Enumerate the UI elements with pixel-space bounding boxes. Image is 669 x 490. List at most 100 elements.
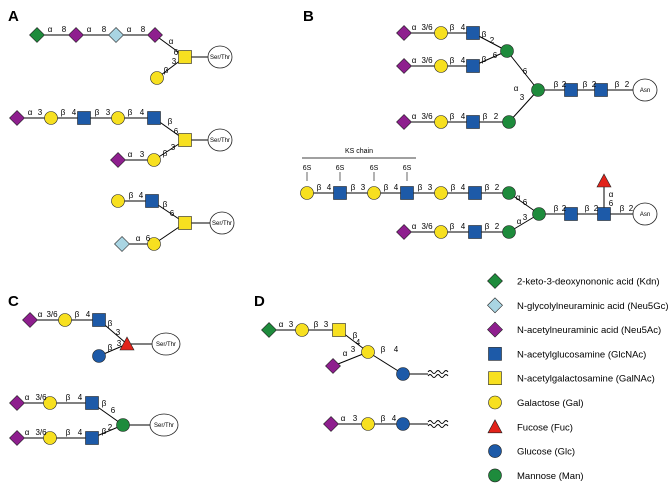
legend-label: N-acetylglucosamine (GlcNAc) — [517, 349, 646, 360]
galactose-residue — [147, 237, 161, 251]
linkage-label: α — [169, 37, 174, 46]
linkage-label: 4 — [461, 112, 466, 121]
neu5gc-residue — [108, 27, 124, 43]
linkage-label: β — [450, 222, 455, 231]
neu5ac-residue — [396, 25, 412, 41]
galactose-residue — [147, 153, 161, 167]
glucose-residue — [92, 349, 106, 363]
legend-swatch-diamond — [487, 273, 503, 289]
legend-item: Fucose (Fuc) — [487, 419, 573, 434]
bond-line — [367, 351, 404, 375]
linkage-label: 3/6 — [421, 56, 433, 65]
galactose-residue — [361, 417, 375, 431]
neu5ac-residue — [396, 58, 412, 74]
linkage-label: 4 — [72, 108, 77, 117]
wavy-lipid-tail-icon — [411, 420, 449, 428]
ser-thr-anchor — [209, 211, 235, 235]
linkage-label: 4 — [461, 56, 466, 65]
linkage-label: 4 — [140, 108, 145, 117]
neu5ac-residue — [9, 395, 25, 411]
linkage-label: α — [25, 428, 30, 437]
legend-label: 2-keto-3-deoxynononic acid (Kdn) — [517, 277, 660, 288]
legend-item: N-glycolylneuraminic acid (Neu5Gc) — [487, 297, 669, 314]
galactose-residue — [434, 59, 448, 73]
linkage-label: α — [38, 310, 43, 319]
galactose-residue — [434, 115, 448, 129]
glcnac-residue — [468, 225, 482, 239]
galactose-residue — [361, 345, 375, 359]
linkage-label: β — [485, 183, 490, 192]
linkage-label: 3/6 — [35, 428, 47, 437]
kdn-residue — [261, 322, 277, 338]
glcnac-residue — [145, 194, 159, 208]
galactose-residue — [434, 225, 448, 239]
linkage-label: β — [351, 183, 356, 192]
linkage-label: 4 — [461, 222, 466, 231]
glcnac-residue — [468, 186, 482, 200]
mannose-residue — [502, 186, 516, 200]
linkage-label: 3 — [324, 320, 329, 329]
fucose-residue — [596, 173, 612, 188]
linkage-label: 4 — [78, 428, 83, 437]
linkage-label: β — [108, 343, 113, 352]
linkage-label: 2 — [594, 204, 599, 213]
linkage-label: 6 — [146, 234, 151, 243]
linkage-label: β — [615, 80, 620, 89]
linkage-label: α — [517, 217, 522, 226]
linkage-label: 2 — [592, 80, 597, 89]
linkage-label: 2 — [495, 222, 500, 231]
linkage-label: 3 — [38, 108, 43, 117]
neu5ac-residue — [68, 27, 84, 43]
panel-label-d: D — [254, 293, 265, 310]
linkage-label: α — [343, 349, 348, 358]
linkage-label: 3 — [353, 414, 358, 423]
linkage-label: β — [620, 204, 625, 213]
glcnac-residue — [466, 26, 480, 40]
sulfate-label: 6S — [403, 165, 412, 172]
glcnac-residue — [564, 83, 578, 97]
linkage-label: 6 — [523, 198, 528, 207]
legend-swatch-triangle — [487, 419, 503, 434]
neu5ac-residue — [147, 27, 163, 43]
kdn-residue — [29, 27, 45, 43]
ks-chain-annotation: KS chain 6S 6S 6S 6S — [302, 148, 416, 181]
linkage-label: 3 — [520, 93, 525, 102]
legend-item: 2-keto-3-deoxynononic acid (Kdn) — [487, 273, 660, 289]
glcnac-residue — [564, 207, 578, 221]
linkage-label: β — [163, 200, 168, 209]
glcnac-residue — [400, 186, 414, 200]
linkage-label: β — [61, 108, 66, 117]
galactose-residue — [111, 194, 125, 208]
linkage-label: β — [482, 30, 487, 39]
neu5ac-residue — [396, 224, 412, 240]
neu5ac-residue — [323, 416, 339, 432]
linkage-label: β — [483, 112, 488, 121]
neu5ac-residue — [9, 110, 25, 126]
mannose-residue — [531, 83, 545, 97]
galnac-residue — [178, 50, 192, 64]
linkage-label: 3/6 — [421, 222, 433, 231]
linkage-label: 3 — [116, 328, 121, 337]
neu5ac-residue — [110, 152, 126, 168]
panel-label-a: A — [8, 8, 19, 25]
ser-thr-anchor — [149, 413, 179, 437]
linkage-label: 2 — [495, 183, 500, 192]
glcnac-residue — [594, 83, 608, 97]
linkage-label: β — [163, 149, 168, 158]
linkage-label: 2 — [494, 112, 499, 121]
linkage-label: α — [128, 150, 133, 159]
linkage-label: 3 — [117, 339, 122, 348]
linkage-label: 6 — [609, 199, 614, 208]
legend-label: N-acetylneuraminic acid (Neu5Ac) — [517, 325, 661, 336]
neu5ac-residue — [396, 114, 412, 130]
linkage-label: 4 — [86, 310, 91, 319]
legend-swatch-square — [488, 371, 502, 386]
linkage-label: β — [95, 108, 100, 117]
galactose-residue — [434, 26, 448, 40]
linkage-label: α — [516, 193, 521, 202]
panel-labels: A B C D — [8, 8, 314, 310]
linkage-label: β — [450, 23, 455, 32]
ser-thr-anchor — [207, 128, 233, 152]
ser-thr-anchor — [207, 45, 233, 69]
